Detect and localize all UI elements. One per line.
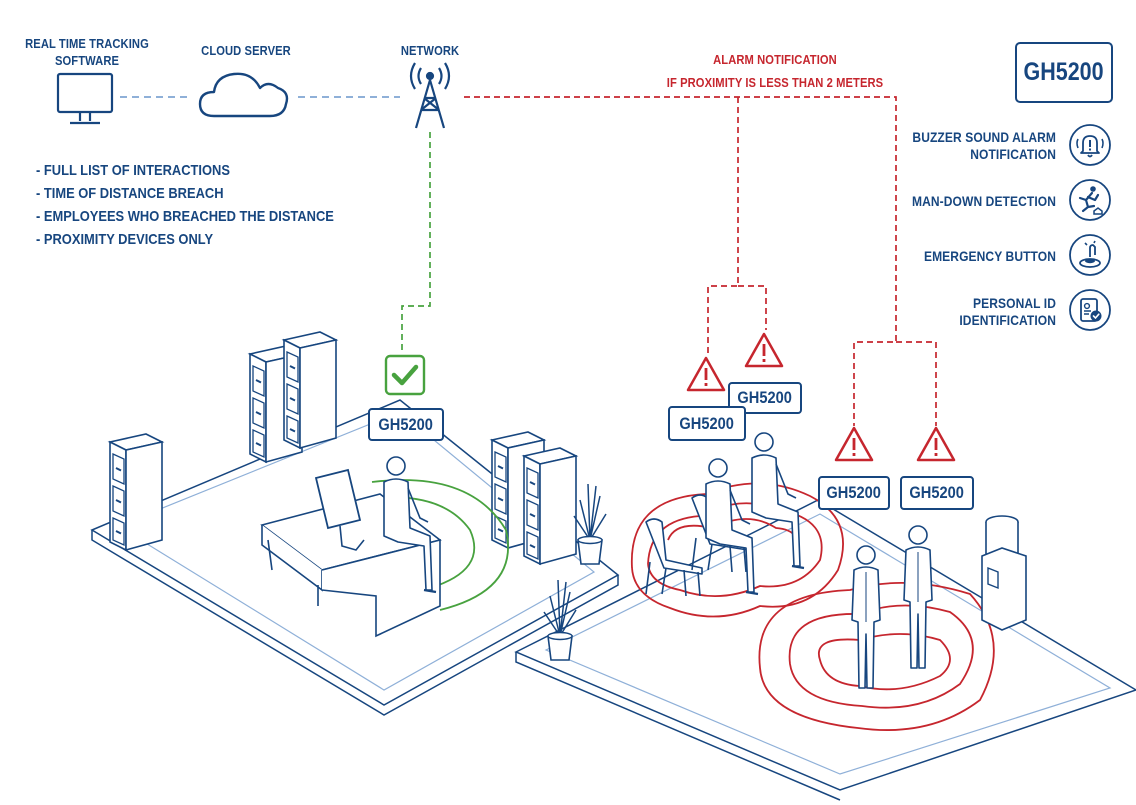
report-item: - EMPLOYEES WHO BREACHED THE DISTANCE [36,208,334,225]
device-tag-label: GH5200 [826,483,882,502]
feature-label: BUZZER SOUND ALARM NOTIFICATION [912,129,1056,162]
cloud-label: CLOUD SERVER [201,43,291,58]
alarm-link-middle [707,97,739,356]
warning-icon [744,332,784,368]
device-badge: GH5200 [1015,42,1113,103]
device-tag-label: GH5200 [909,483,965,502]
check-icon [384,354,426,396]
feature-label: PERSONAL ID IDENTIFICATION [959,295,1056,328]
monitor-icon [56,72,114,125]
network-label: NETWORK [400,43,460,58]
file-cabinet [523,447,577,565]
bell-alarm-icon [1069,124,1111,166]
water-cooler [981,515,1027,631]
device-tag-worker: GH5200 [368,408,444,441]
emergency-button-icon [1069,234,1111,276]
report-item: - PROXIMITY DEVICES ONLY [36,231,214,248]
warning-icon [686,356,726,392]
alarm-link-right [464,96,897,426]
alarm-link-middle-b [738,285,767,330]
cloud-icon [198,72,289,118]
report-item: - TIME OF DISTANCE BREACH [36,185,224,202]
antenna-tower-icon [409,62,451,129]
alarm-link-right-b [896,341,937,426]
device-tag-label: GH5200 [679,414,735,433]
device-name: GH5200 [1023,58,1105,86]
device-tag-person-a: GH5200 [818,476,890,510]
falling-person-icon [1069,179,1111,221]
feature-label: MAN-DOWN DETECTION [911,193,1056,209]
right-floor [514,499,1136,791]
report-list: - FULL LIST OF INTERACTIONS - TIME OF DI… [36,159,334,251]
computer-monitor [314,468,365,551]
device-tag-label: GH5200 [737,388,793,407]
device-tag-visitor-front: GH5200 [668,406,746,441]
id-card-check-icon [1069,289,1111,331]
report-item: - FULL LIST OF INTERACTIONS [36,162,230,179]
file-cabinet [283,331,337,449]
alarm-condition: IF PROXIMITY IS LESS THAN 2 METERS [666,75,884,90]
ok-link [401,132,431,352]
feature-label: EMERGENCY BUTTON [923,248,1056,264]
device-tag-label: GH5200 [378,415,434,434]
file-cabinet [109,433,163,551]
device-tag-person-b: GH5200 [900,476,974,510]
warning-icon [916,426,956,462]
alarm-title: ALARM NOTIFICATION [713,52,837,67]
software-label: REAL TIME TRACKING SOFTWARE [25,36,149,68]
potted-plant [573,483,607,565]
warning-icon [834,426,874,462]
